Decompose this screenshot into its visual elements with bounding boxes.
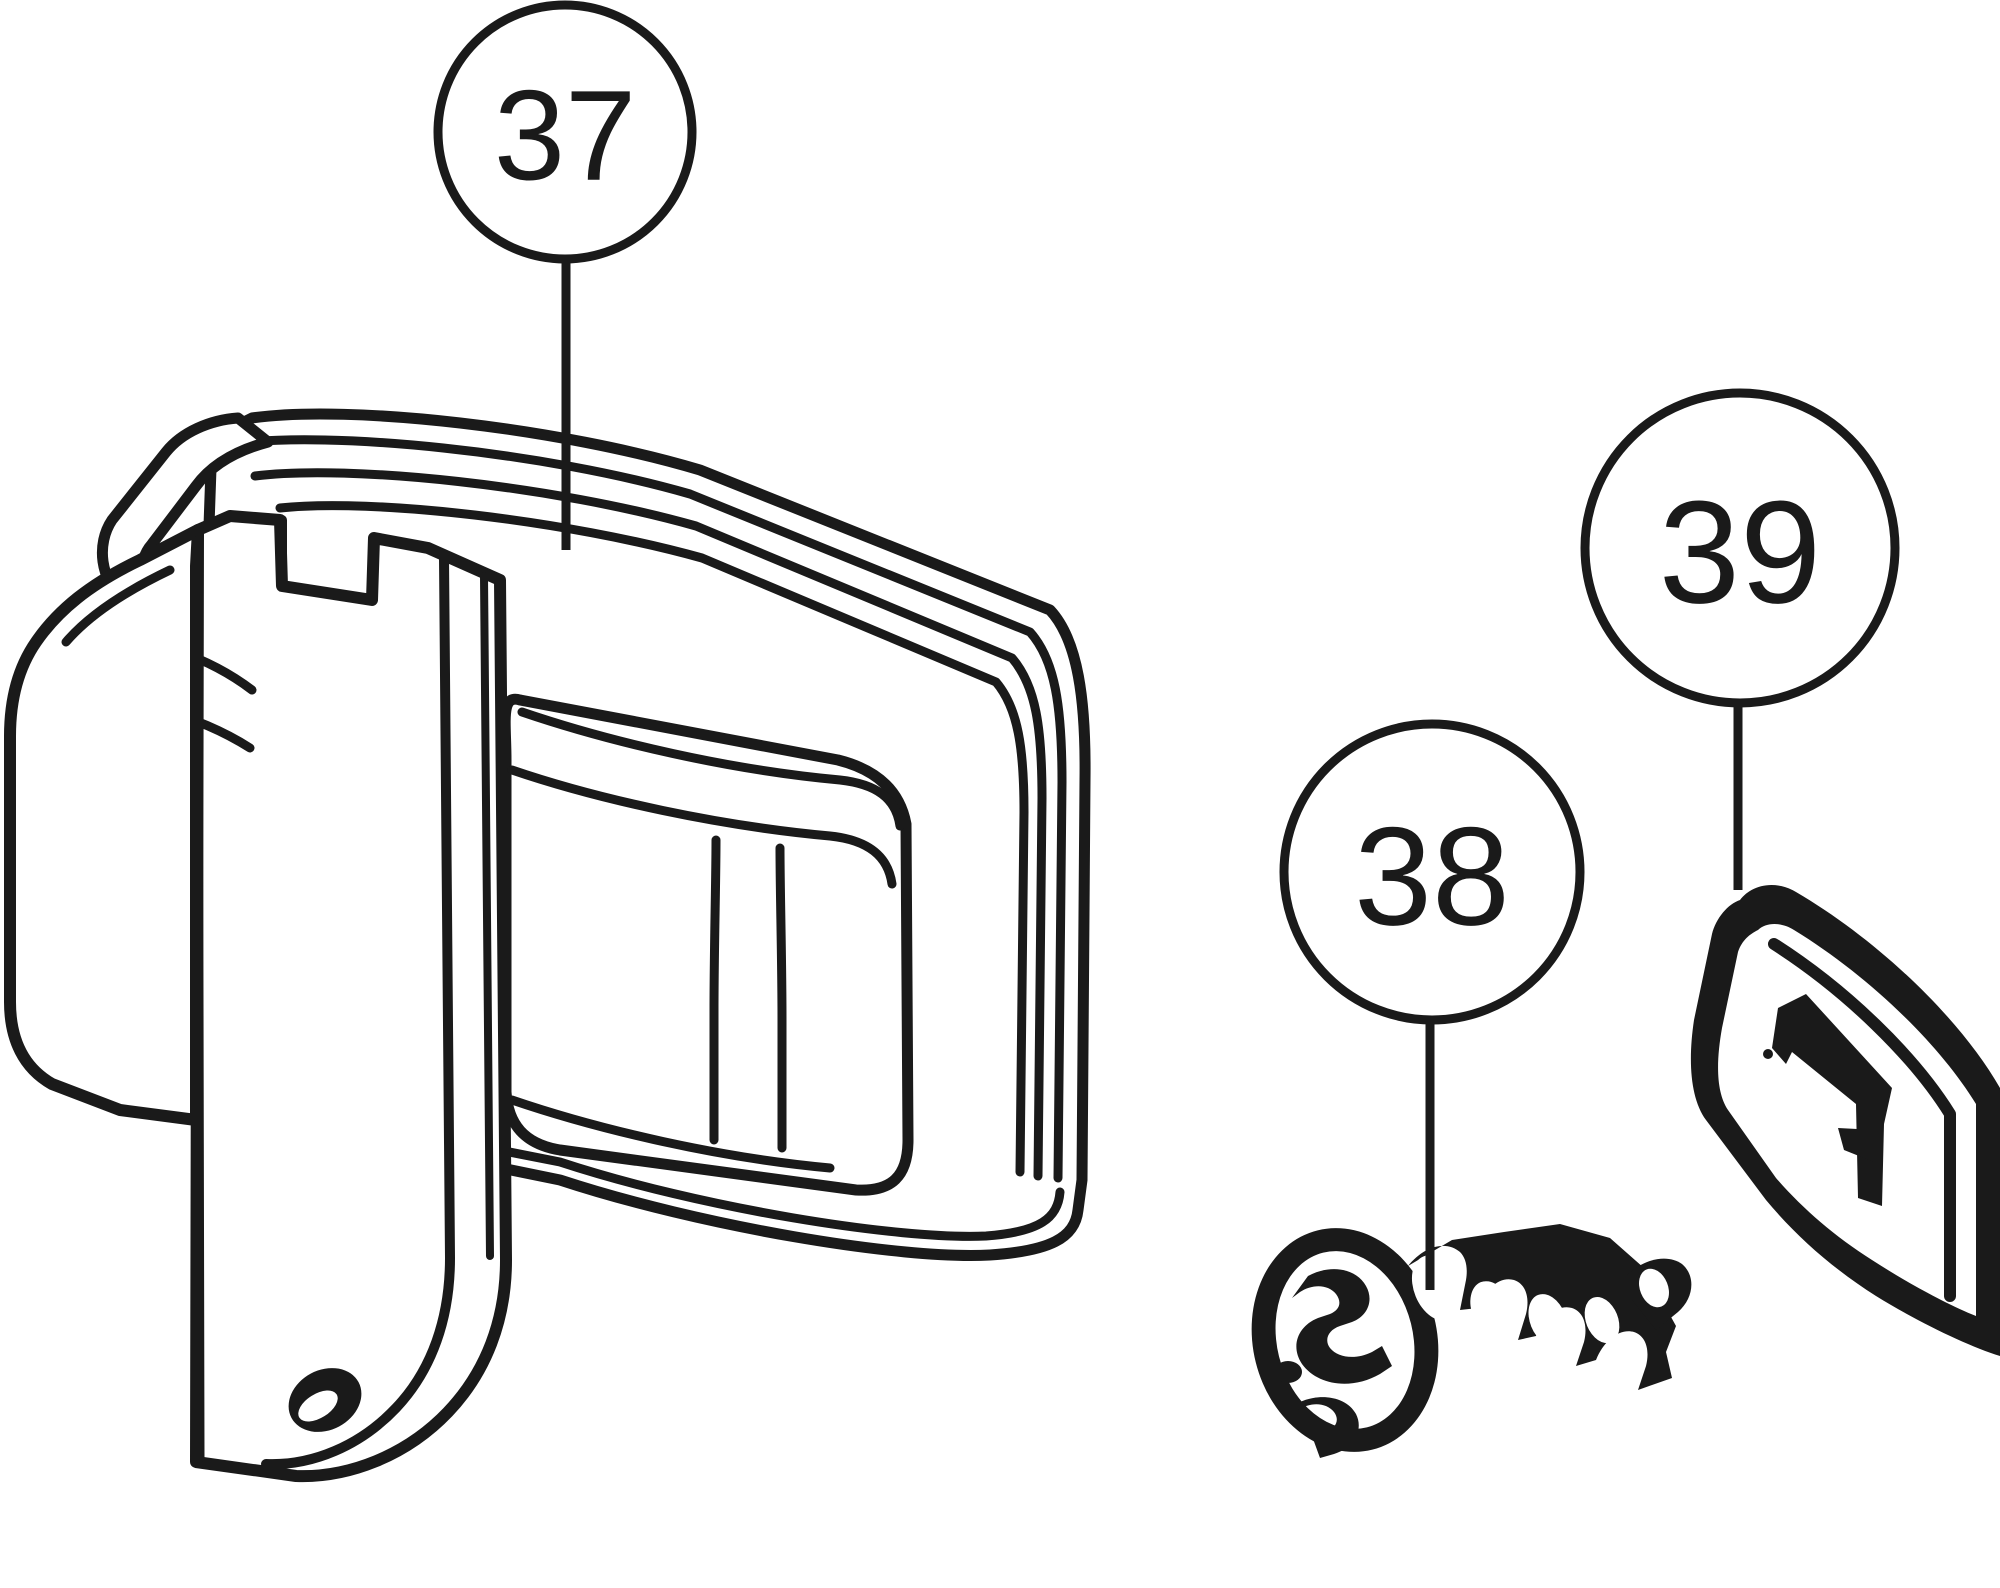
part-37-bracket-assembly bbox=[4, 408, 1091, 1483]
callout-37-number: 37 bbox=[494, 65, 636, 208]
bracket-rear-top-face bbox=[227, 435, 1067, 1183]
cover-cap-relief-line bbox=[1768, 938, 1956, 1302]
bracket-boss-left-ridge bbox=[709, 835, 721, 1145]
bracket-blade-thickness bbox=[261, 553, 455, 1470]
screw-thread-gap-4 bbox=[1584, 1296, 1620, 1344]
bracket-boss-top-face-2 bbox=[517, 707, 905, 831]
cover-cap-mark-dot bbox=[1763, 1049, 1773, 1059]
callout-balloon-38[interactable]: 38 bbox=[1279, 719, 1585, 1025]
bracket-front-blade bbox=[190, 510, 512, 1483]
bracket-blade-left-edge bbox=[193, 535, 205, 1463]
bracket-rear-lower-rim bbox=[200, 1087, 1065, 1241]
screw-thread-gap-3 bbox=[1528, 1294, 1568, 1346]
bracket-blade-thickness-2 bbox=[480, 572, 494, 1260]
bracket-blade-hole-highlight bbox=[298, 1390, 338, 1422]
bracket-rear-inner-edge-2 bbox=[275, 501, 1029, 1177]
bracket-boss-right-ridge bbox=[775, 843, 787, 1153]
callout-38-number: 38 bbox=[1354, 798, 1510, 955]
bracket-left-wing bbox=[4, 524, 204, 1126]
bracket-rear-inner-edge bbox=[250, 468, 1047, 1181]
callout-37-circle[interactable] bbox=[433, 0, 697, 264]
screw-head-face bbox=[1275, 1251, 1415, 1429]
callout-39-circle[interactable] bbox=[1580, 388, 1900, 708]
part-38-screw bbox=[1251, 1224, 1692, 1458]
screw-thread-gap-2 bbox=[1470, 1281, 1514, 1339]
bracket-blade-notch-floor bbox=[277, 581, 377, 605]
screw-tip-gap bbox=[1639, 1268, 1669, 1308]
bracket-left-wing-inner bbox=[61, 565, 175, 647]
part-39-cover-cap bbox=[1690, 885, 2000, 1356]
bracket-boss-top-face bbox=[507, 765, 897, 889]
bracket-blade-notch-2 bbox=[367, 533, 379, 605]
callout-38-circle[interactable] bbox=[1279, 719, 1585, 1025]
screw-cross-recess bbox=[1292, 1269, 1392, 1384]
bracket-boss-bottom-edge bbox=[507, 1095, 835, 1173]
callout-39-number: 39 bbox=[1659, 471, 1821, 634]
screw-recess-dot bbox=[1274, 1361, 1302, 1383]
screw-thread-gap-1 bbox=[1411, 1255, 1461, 1321]
screw-cross-recess-lower bbox=[1296, 1397, 1359, 1458]
callout-balloon-37[interactable]: 37 bbox=[433, 0, 697, 264]
callout-balloon-39[interactable]: 39 bbox=[1580, 388, 1900, 708]
cover-cap-arrow-barb bbox=[1838, 1128, 1876, 1162]
